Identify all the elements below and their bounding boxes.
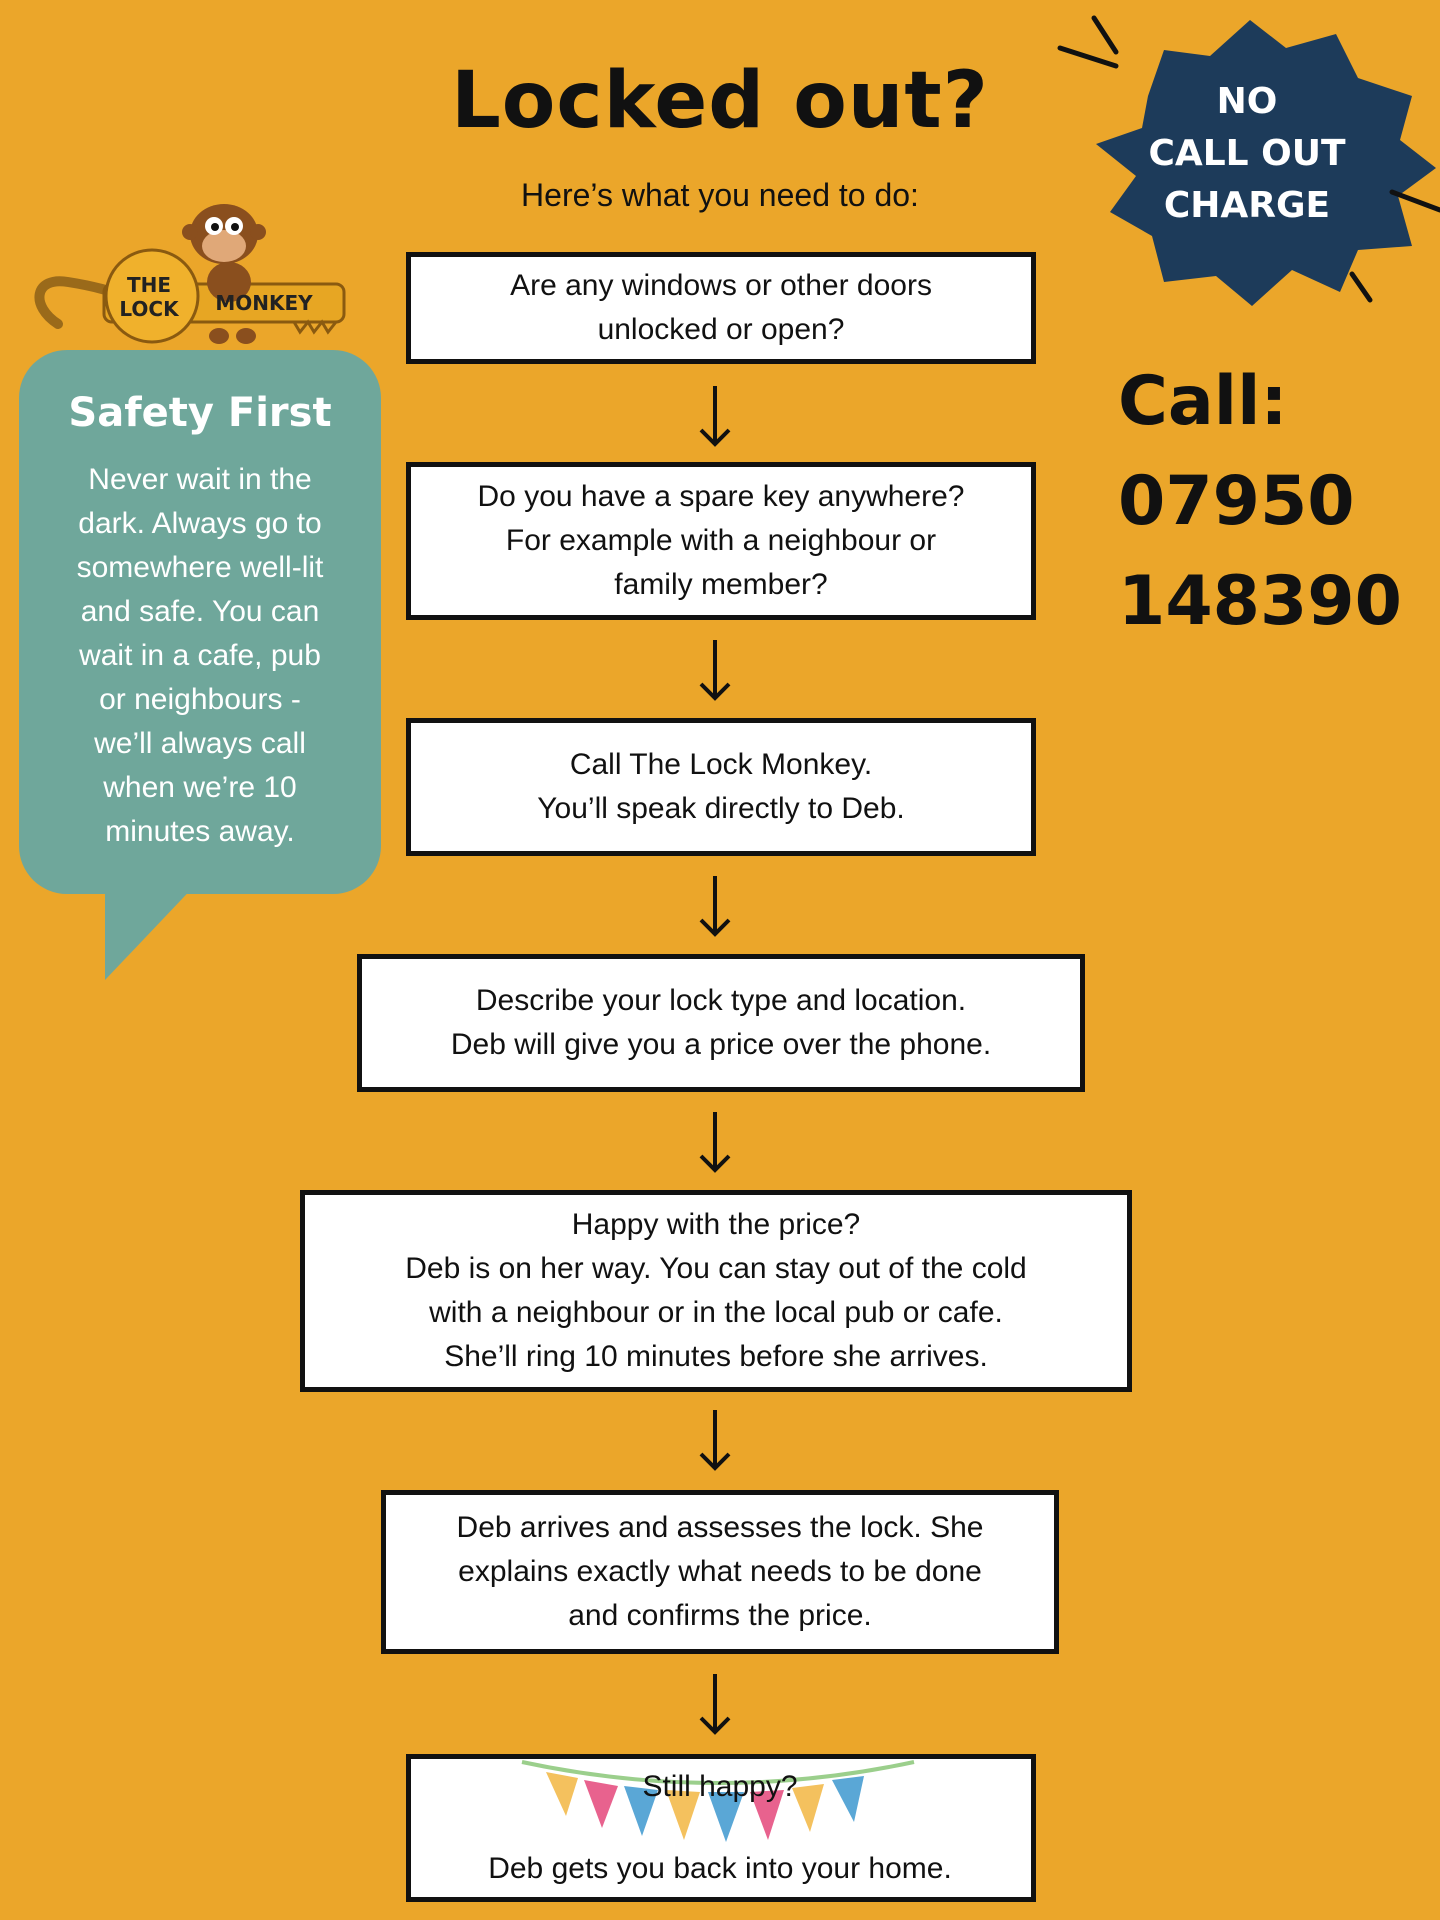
arrow-down-icon xyxy=(699,386,731,447)
call-block: Call: 07950 148390 xyxy=(1118,352,1402,652)
logo-line1: THE xyxy=(127,273,171,297)
safety-text: Never wait in the dark. Always go to som… xyxy=(40,458,360,854)
step-deb-arrives: Deb arrives and assesses the lock. She e… xyxy=(381,1490,1059,1654)
bunting-decoration xyxy=(521,1760,915,1842)
step-line: Happy with the price? xyxy=(571,1208,861,1241)
safety-bubble xyxy=(19,350,381,894)
step-line: Deb will give you a price over the phone… xyxy=(450,1028,992,1061)
step-line: family member? xyxy=(614,568,828,601)
safety-line: minutes away. xyxy=(105,815,295,848)
lock-monkey-logo: THE LOCK MONKEY xyxy=(34,204,346,344)
step-call-lock-monkey: Call The Lock Monkey. You’ll speak direc… xyxy=(406,718,1036,856)
safety-line: when we’re 10 xyxy=(103,771,297,804)
arrow-down-icon xyxy=(699,876,731,937)
step-line: Deb is on her way. You can stay out of t… xyxy=(405,1252,1027,1285)
step-check-windows: Are any windows or other doors unlocked … xyxy=(406,252,1036,364)
safety-line: Never wait in the xyxy=(88,463,312,496)
step-line: and confirms the price. xyxy=(568,1599,872,1632)
phone-number-part1[interactable]: 07950 xyxy=(1118,462,1355,541)
arrow-down-icon xyxy=(699,1410,731,1471)
still-happy-text: Still happy? xyxy=(642,1770,798,1803)
step-line: with a neighbour or in the local pub or … xyxy=(429,1296,1003,1329)
step-line: You’ll speak directly to Deb. xyxy=(537,792,905,825)
call-label: Call: xyxy=(1118,362,1288,441)
step-line: Describe your lock type and location. xyxy=(475,984,967,1017)
step-line: Do you have a spare key anywhere? xyxy=(477,480,965,513)
step-line: Deb arrives and assesses the lock. She xyxy=(456,1511,984,1544)
safety-line: we’ll always call xyxy=(94,727,306,760)
step-line: explains exactly what needs to be done xyxy=(458,1555,982,1588)
step-line: She’ll ring 10 minutes before she arrive… xyxy=(444,1340,988,1373)
phone-number-part2[interactable]: 148390 xyxy=(1118,562,1402,641)
step-describe-lock: Describe your lock type and location. De… xyxy=(357,954,1085,1092)
no-call-out-badge xyxy=(1057,15,1440,306)
badge-line: CHARGE xyxy=(1163,185,1331,226)
arrow-down-icon xyxy=(699,1112,731,1173)
safety-line: dark. Always go to xyxy=(78,507,322,540)
logo-line3: MONKEY xyxy=(215,291,313,315)
step-spare-key: Do you have a spare key anywhere? For ex… xyxy=(406,462,1036,620)
arrow-down-icon xyxy=(699,1674,731,1735)
step-line: unlocked or open? xyxy=(597,313,845,346)
step-line: Are any windows or other doors xyxy=(510,269,932,302)
step-happy-with-price: Happy with the price? Deb is on her way.… xyxy=(300,1190,1132,1392)
page-subtitle: Here’s what you need to do: xyxy=(521,177,919,213)
badge-line: CALL OUT xyxy=(1148,133,1346,174)
safety-line: or neighbours - xyxy=(99,683,301,716)
page-title: Locked out? xyxy=(451,56,989,146)
logo-line2: LOCK xyxy=(119,297,180,321)
badge-line: NO xyxy=(1216,81,1278,122)
safety-line: wait in a cafe, pub xyxy=(79,639,321,672)
safety-line: somewhere well-lit xyxy=(76,551,324,584)
arrow-down-icon xyxy=(699,640,731,701)
step-line: Call The Lock Monkey. xyxy=(569,748,873,781)
badge-text: NO CALL OUT CHARGE xyxy=(1120,76,1374,232)
back-home-text: Deb gets you back into your home. xyxy=(488,1852,952,1885)
step-line: For example with a neighbour or xyxy=(505,524,937,557)
safety-line: and safe. You can xyxy=(80,595,320,628)
safety-title: Safety First xyxy=(68,390,332,436)
